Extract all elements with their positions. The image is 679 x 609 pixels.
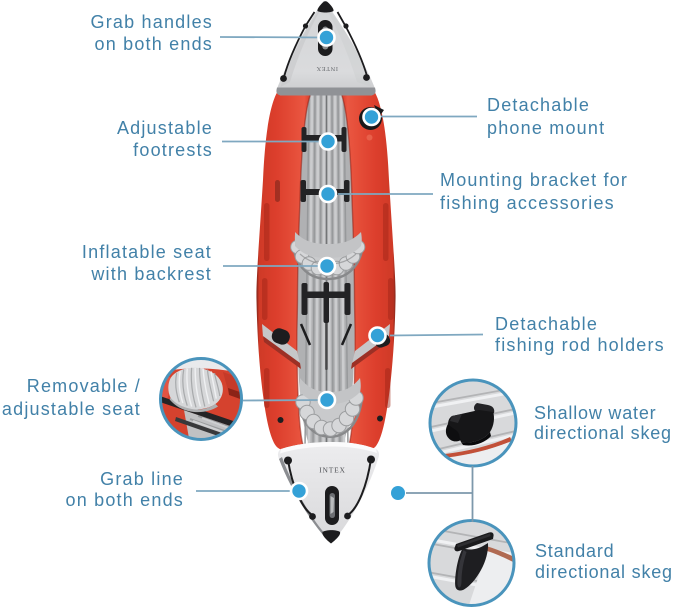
svg-text:INTEX: INTEX <box>316 65 338 72</box>
svg-text:INTEX: INTEX <box>319 466 346 475</box>
